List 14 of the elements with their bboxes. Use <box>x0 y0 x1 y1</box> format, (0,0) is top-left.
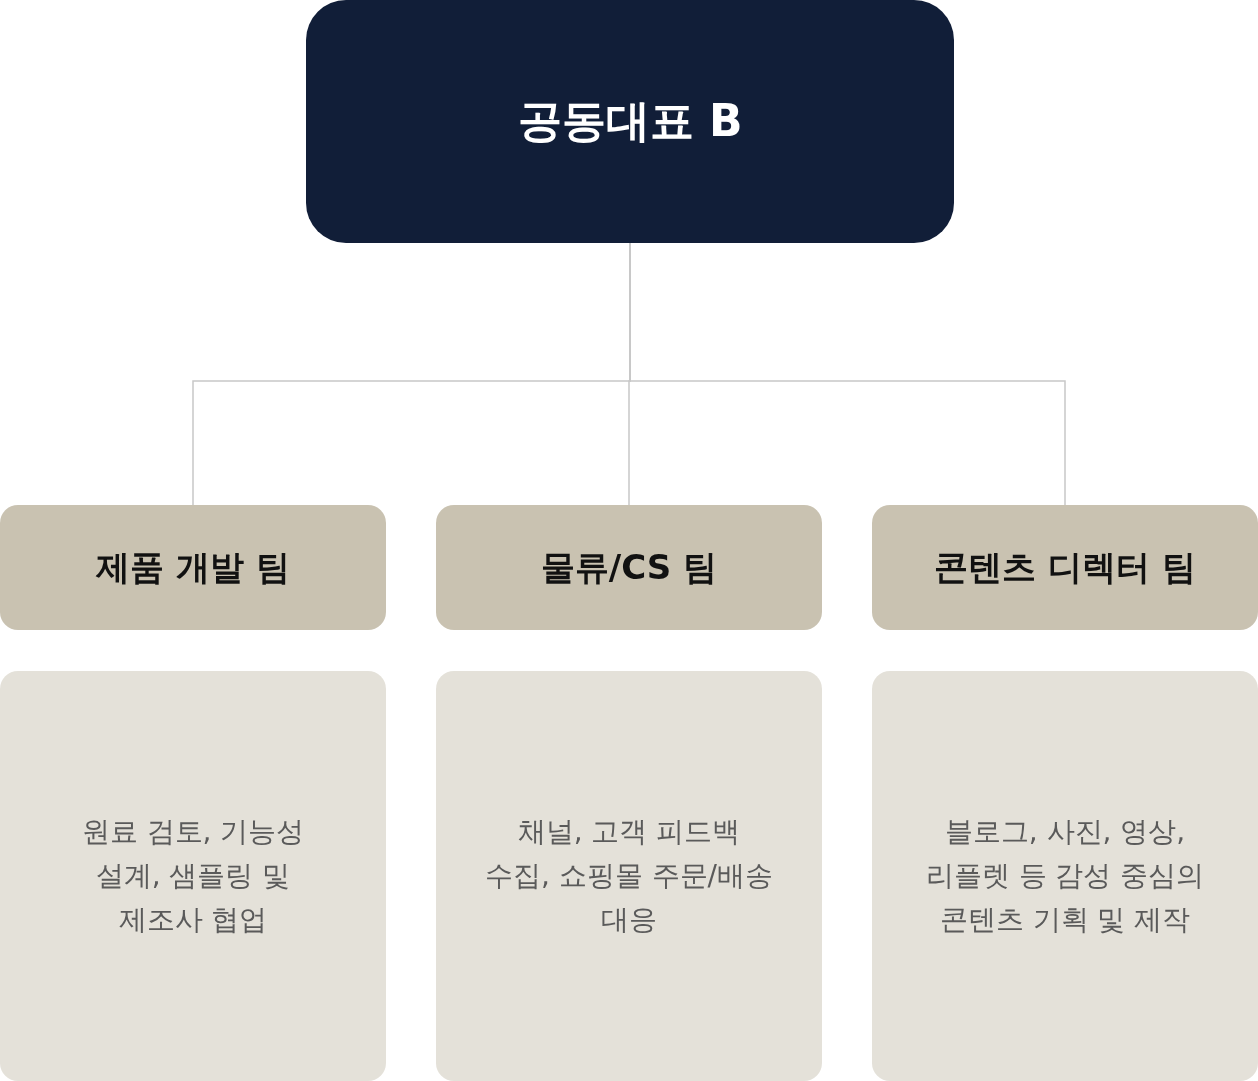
team-name: 제품 개발 팀 <box>96 545 290 589</box>
team-name: 물류/CS 팀 <box>540 545 718 589</box>
team-description: 채널, 고객 피드백 수집, 쇼핑몰 주문/배송 대응 <box>484 814 774 938</box>
team-description-card <box>872 671 1258 1081</box>
team-description: 원료 검토, 기능성 설계, 샘플링 및 제조사 협업 <box>80 814 306 938</box>
team-description-card <box>436 671 822 1081</box>
team-header-box <box>436 505 822 630</box>
team-name: 콘텐츠 디렉터 팀 <box>934 545 1196 589</box>
executive-title: 공동대표 B <box>517 94 743 148</box>
team-description: 블로그, 사진, 영상, 리플렛 등 감성 중심의 콘텐츠 기획 및 제작 <box>924 814 1206 938</box>
team-header-box <box>0 505 386 630</box>
executive-box <box>306 0 954 243</box>
team-header-box <box>872 505 1258 630</box>
team-description-card <box>0 671 386 1081</box>
